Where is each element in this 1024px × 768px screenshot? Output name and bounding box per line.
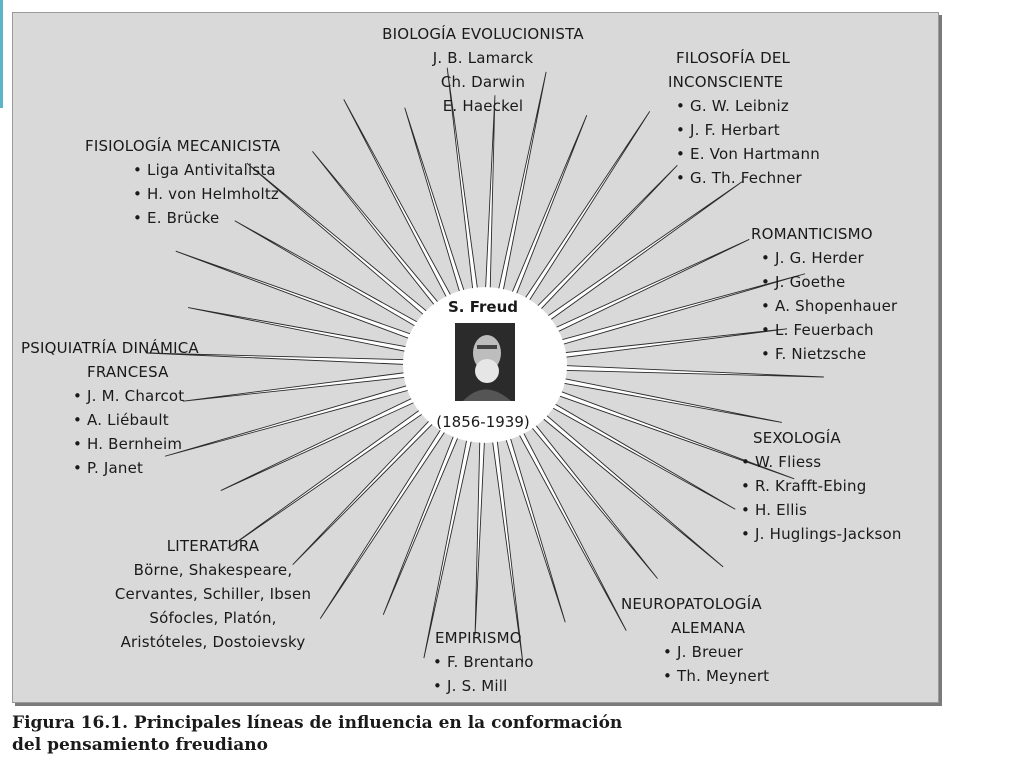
left-accent-bar [0, 0, 3, 108]
group-item: J. F. Herbart [668, 118, 898, 142]
group-title: ROMANTICISMO [751, 225, 873, 243]
portrait-image [455, 323, 515, 401]
group-title: FILOSOFÍA DEL [676, 49, 791, 67]
group-item: Liga Antivitalista [85, 158, 375, 182]
group-item: H. Bernheim [21, 432, 291, 456]
group-item: Th. Meynert [621, 664, 841, 688]
group-item: E. Von Hartmann [668, 142, 898, 166]
group-neuropatologia: NEUROPATOLOGÍA ALEMANA J. Breuer Th. Mey… [621, 592, 841, 688]
group-item: Aristóteles, Dostoievsky [120, 633, 306, 651]
group-title: PSIQUIATRÍA DINÁMICA [21, 339, 199, 357]
group-title: INCONSCIENTE [668, 73, 784, 91]
group-title: EMPIRISMO [435, 629, 522, 647]
group-item: W. Fliess [741, 450, 936, 474]
group-sexologia: SEXOLOGÍA W. Fliess R. Krafft-Ebing H. E… [741, 426, 936, 546]
group-title: FISIOLOGÍA MECANICISTA [85, 137, 281, 155]
group-title: SEXOLOGÍA [753, 429, 841, 447]
group-item: Sófocles, Platón, [149, 609, 277, 627]
group-item: L. Feuerbach [751, 318, 931, 342]
group-item: Cervantes, Schiller, Ibsen [114, 585, 312, 603]
group-item: E. Haeckel [442, 97, 524, 115]
figure-frame: S. Freud (1856-1939) BIOLOGÍA EVOLUCIONI… [12, 12, 939, 703]
freud-portrait [455, 323, 515, 401]
group-item: J. Huglings-Jackson [741, 522, 936, 546]
starburst [146, 67, 824, 663]
group-item: Ch. Darwin [440, 73, 526, 91]
group-item: J. G. Herder [751, 246, 931, 270]
caption-line: Figura 16.1. Principales líneas de influ… [12, 713, 623, 733]
group-item: F. Nietzsche [751, 342, 931, 366]
group-title: ALEMANA [671, 619, 746, 637]
group-fisiologia: FISIOLOGÍA MECANICISTA Liga Antivitalist… [85, 134, 375, 230]
group-item: J. S. Mill [433, 674, 583, 698]
group-filosofia: FILOSOFÍA DEL INCONSCIENTE G. W. Leibniz… [668, 46, 898, 190]
center-name: S. Freud [448, 298, 518, 316]
center-years: (1856-1939) [436, 413, 530, 431]
figure-caption: Figura 16.1. Principales líneas de influ… [12, 712, 912, 756]
group-item: H. von Helmholtz [85, 182, 375, 206]
group-psiquiatria: PSIQUIATRÍA DINÁMICA FRANCESA J. M. Char… [21, 336, 291, 480]
caption-line: del pensamiento freudiano [12, 735, 268, 755]
group-item: R. Krafft-Ebing [741, 474, 936, 498]
group-item: F. Brentano [433, 650, 583, 674]
group-item: P. Janet [21, 456, 291, 480]
group-item: A. Shopenhauer [751, 294, 931, 318]
group-item: J. M. Charcot [21, 384, 291, 408]
group-item: E. Brücke [85, 206, 375, 230]
group-empirismo: EMPIRISMO F. Brentano J. S. Mill [433, 626, 583, 698]
group-romanticismo: ROMANTICISMO J. G. Herder J. Goethe A. S… [751, 222, 931, 366]
group-literatura: LITERATURA Börne, Shakespeare, Cervantes… [83, 534, 343, 654]
group-title: LITERATURA [166, 537, 260, 555]
group-title: BIOLOGÍA EVOLUCIONISTA [382, 25, 584, 43]
group-item: J. B. Lamarck [432, 49, 534, 67]
group-biologia: BIOLOGÍA EVOLUCIONISTA J. B. Lamarck Ch.… [343, 22, 623, 118]
group-item: G. W. Leibniz [668, 94, 898, 118]
group-item: G. Th. Fechner [668, 166, 898, 190]
group-item: J. Goethe [751, 270, 931, 294]
group-title: FRANCESA [87, 363, 169, 381]
group-item: A. Liébault [21, 408, 291, 432]
group-item: Börne, Shakespeare, [133, 561, 293, 579]
group-title: NEUROPATOLOGÍA [621, 595, 762, 613]
group-item: H. Ellis [741, 498, 936, 522]
group-item: J. Breuer [621, 640, 841, 664]
